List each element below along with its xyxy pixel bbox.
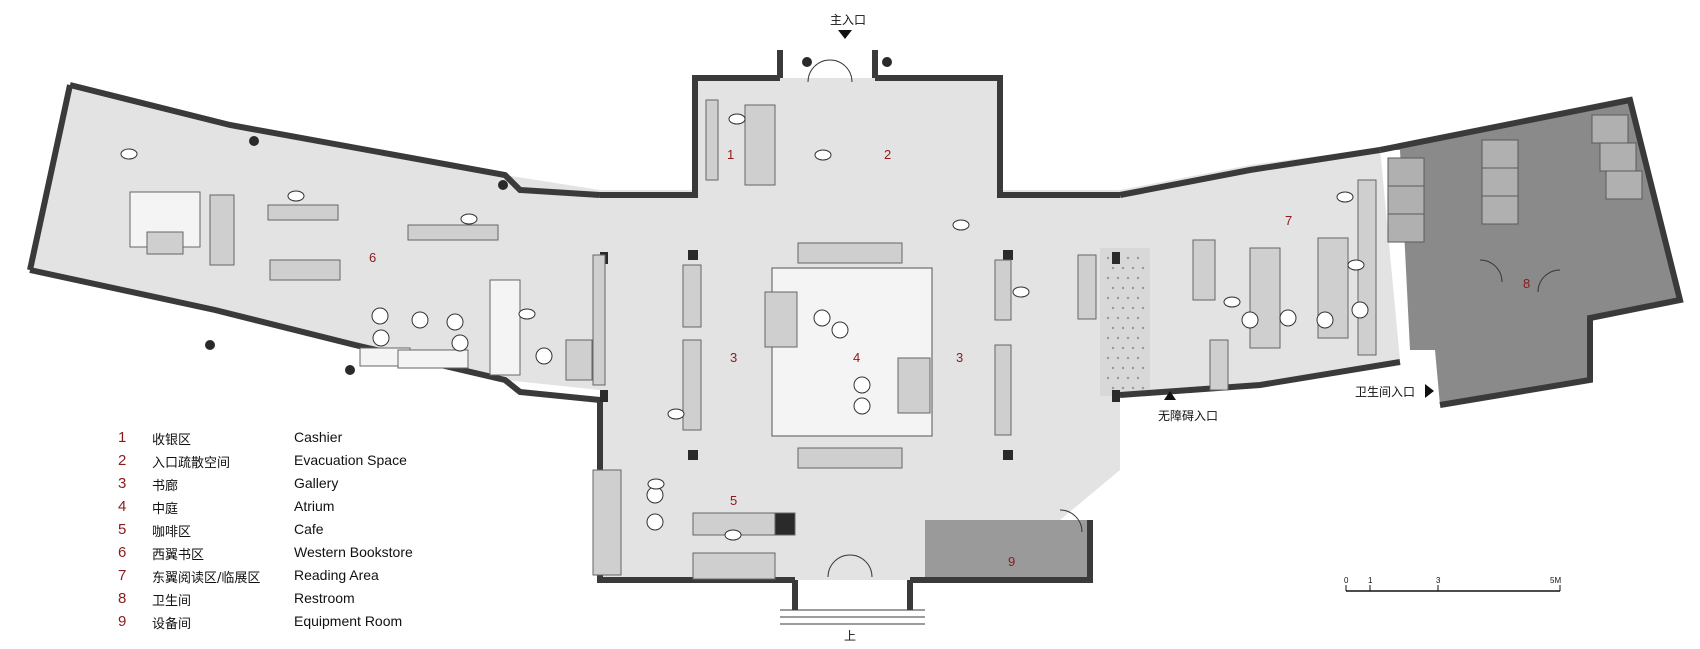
restroom-entrance-arrow xyxy=(1425,384,1434,398)
room-num-8: 8 xyxy=(1523,276,1530,291)
legend-en: Evacuation Space xyxy=(294,452,407,468)
room-numbers: 1 2 3 3 4 5 6 7 8 9 xyxy=(369,147,1530,569)
legend-row-2: 2 入口疏散空间 Evacuation Space xyxy=(118,451,428,474)
main-entrance-arrow xyxy=(838,30,852,39)
furniture xyxy=(129,99,1377,580)
equipment-room-floor xyxy=(925,520,1090,580)
doors xyxy=(807,59,1561,578)
scale-tick-0: 0 xyxy=(1344,576,1349,585)
accessible-entrance-label: 无障碍入口 xyxy=(1158,408,1218,423)
room-num-4: 4 xyxy=(853,350,860,365)
legend-num: 7 xyxy=(118,567,127,584)
scale-tick-1: 1 xyxy=(1368,576,1373,585)
room-num-3-right: 3 xyxy=(956,350,963,365)
scale-tick-5m: 5M xyxy=(1550,576,1561,585)
restroom-floor xyxy=(1370,100,1680,405)
legend-num: 6 xyxy=(118,544,127,561)
legend-en: Reading Area xyxy=(294,567,379,583)
room-legend: 1 收银区 Cashier 2 入口疏散空间 Evacuation Space … xyxy=(118,428,428,635)
main-entrance-label: 主入口 xyxy=(830,13,866,27)
legend-num: 9 xyxy=(118,613,127,630)
legend-zh: 卫生间 xyxy=(152,594,192,609)
room-num-3-left: 3 xyxy=(730,350,737,365)
legend-zh: 设备间 xyxy=(152,617,192,632)
room-num-1: 1 xyxy=(727,147,734,162)
legend-zh: 收银区 xyxy=(152,433,192,448)
legend-row-7: 7 东翼阅读区/临展区 Reading Area xyxy=(118,566,428,589)
columns xyxy=(205,57,1120,460)
restroom-entrance-label: 卫生间入口 xyxy=(1355,385,1415,399)
legend-en: Gallery xyxy=(294,475,339,491)
legend-zh: 书廊 xyxy=(152,479,179,494)
legend-en: Western Bookstore xyxy=(294,544,413,560)
accessible-ramp xyxy=(1100,248,1150,396)
legend-num: 1 xyxy=(118,429,127,446)
restroom-stalls xyxy=(1387,114,1643,243)
legend-num: 4 xyxy=(118,498,127,515)
room-num-6: 6 xyxy=(369,250,376,265)
legend-zh: 西翼书区 xyxy=(152,548,205,563)
room-num-7: 7 xyxy=(1285,213,1292,228)
legend-en: Atrium xyxy=(294,498,335,514)
west-wing-floor xyxy=(30,85,600,390)
legend-row-8: 8 卫生间 Restroom xyxy=(118,589,428,612)
legend-zh: 入口疏散空间 xyxy=(152,456,231,471)
legend-zh: 咖啡区 xyxy=(152,525,192,540)
legend-row-1: 1 收银区 Cashier xyxy=(118,428,428,451)
legend-en: Restroom xyxy=(294,590,355,606)
legend-en: Cashier xyxy=(294,429,343,445)
legend-row-4: 4 中庭 Atrium xyxy=(118,497,428,520)
entrance-steps xyxy=(780,609,925,625)
legend-num: 8 xyxy=(118,590,127,607)
accessible-entrance-arrow xyxy=(1164,391,1176,400)
legend-row-3: 3 书廊 Gallery xyxy=(118,474,428,497)
legend-zh: 中庭 xyxy=(152,502,179,517)
room-num-2: 2 xyxy=(884,147,891,162)
legend-num: 2 xyxy=(118,452,127,469)
scale-bar: 0 1 3 5M xyxy=(1344,576,1561,592)
legend-en: Cafe xyxy=(294,521,324,537)
legend-row-6: 6 西翼书区 Western Bookstore xyxy=(118,543,428,566)
scale-tick-3: 3 xyxy=(1436,576,1441,585)
legend-row-5: 5 咖啡区 Cafe xyxy=(118,520,428,543)
up-label: 上 xyxy=(844,629,856,643)
ramp-hatch xyxy=(1106,256,1145,390)
legend-num: 5 xyxy=(118,521,127,538)
room-num-9: 9 xyxy=(1008,554,1015,569)
legend-zh: 东翼阅读区/临展区 xyxy=(152,571,261,586)
room-num-5: 5 xyxy=(730,493,737,508)
chairs xyxy=(371,301,1369,531)
legend-row-9: 9 设备间 Equipment Room xyxy=(118,612,428,635)
people xyxy=(120,113,1365,541)
legend-num: 3 xyxy=(118,475,127,492)
legend-en: Equipment Room xyxy=(294,613,403,629)
